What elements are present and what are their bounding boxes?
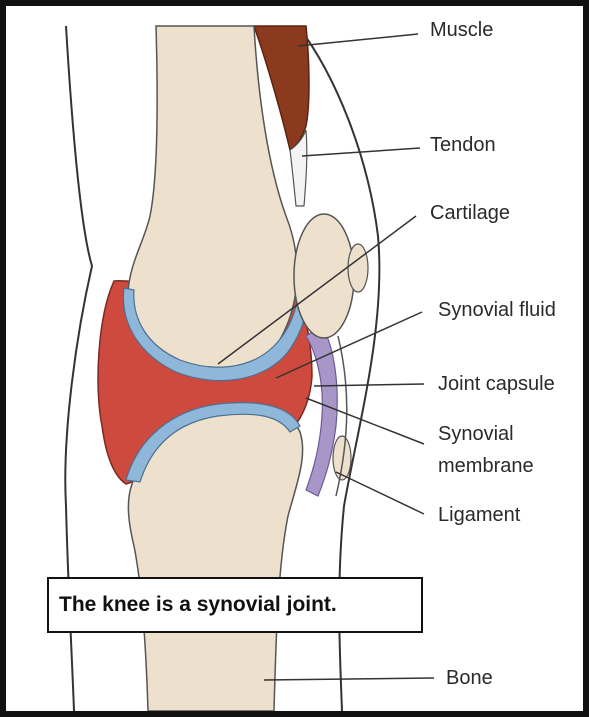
label-bone: Bone bbox=[446, 667, 493, 689]
label-synovial-membrane-line2: membrane bbox=[438, 455, 534, 477]
label-cartilage: Cartilage bbox=[430, 202, 510, 224]
label-tendon: Tendon bbox=[430, 134, 496, 156]
label-joint-capsule: Joint capsule bbox=[438, 373, 555, 395]
fat-pad-lower bbox=[333, 436, 351, 480]
label-muscle: Muscle bbox=[430, 19, 493, 41]
fat-pad-upper bbox=[348, 244, 368, 292]
label-synovial-fluid: Synovial fluid bbox=[438, 299, 556, 321]
leader-bone bbox=[264, 678, 434, 680]
patella bbox=[294, 214, 354, 338]
caption-box: The knee is a synovial joint. bbox=[47, 577, 423, 633]
label-synovial-membrane-line1: Synovial bbox=[438, 423, 514, 445]
leader-ligament bbox=[336, 472, 424, 514]
leader-muscle bbox=[298, 34, 418, 46]
tibia bbox=[128, 408, 302, 711]
label-ligament: Ligament bbox=[438, 504, 521, 526]
caption-text: The knee is a synovial joint. bbox=[59, 593, 337, 617]
